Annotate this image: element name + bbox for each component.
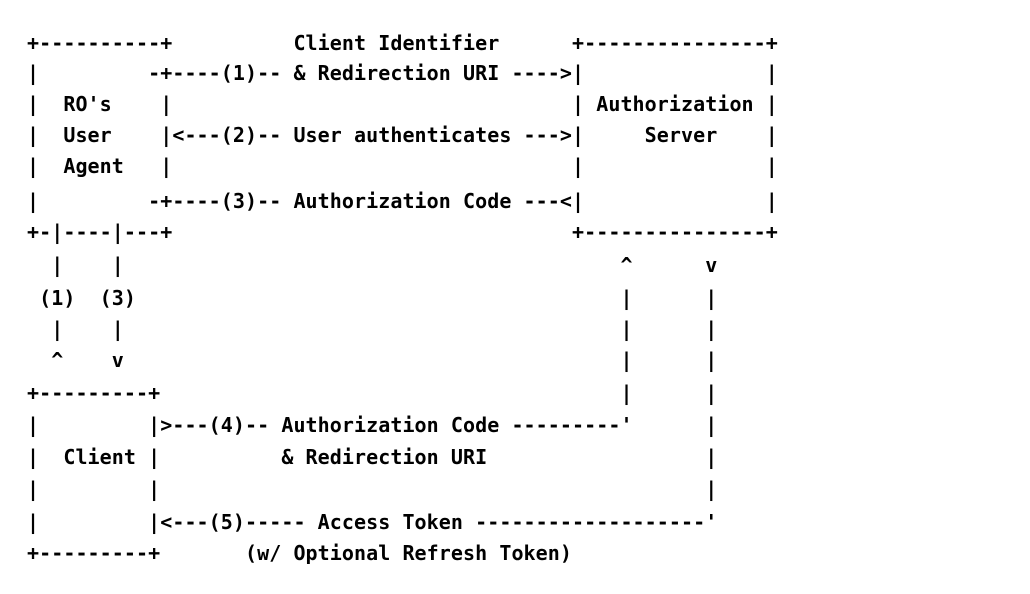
diagram-line-11: ^ v | | [27, 348, 718, 372]
diagram-line-7: +-|----|---+ +---------------+ [27, 220, 778, 244]
diagram-line-10: | | | | [27, 317, 718, 341]
diagram-line-13: | |>---(4)-- Authorization Code --------… [27, 413, 718, 437]
diagram-line-3: | RO's | | Authorization | [27, 92, 778, 116]
diagram-line-9: (1) (3) | | [27, 286, 718, 310]
diagram-line-15: | | | [27, 477, 718, 501]
diagram-line-8: | | ^ v [27, 253, 718, 277]
diagram-line-4: | User |<---(2)-- User authenticates ---… [27, 123, 778, 147]
diagram-line-5: | Agent | | | [27, 154, 778, 178]
diagram-line-14: | Client | & Redirection URI | [27, 445, 718, 469]
diagram-line-17: +---------+ (w/ Optional Refresh Token) [27, 541, 572, 565]
diagram-line-2: | -+----(1)-- & Redirection URI ---->| | [27, 61, 778, 85]
diagram-line-6: | -+----(3)-- Authorization Code ---<| | [27, 189, 778, 213]
diagram-line-12: +---------+ | | [27, 381, 718, 405]
diagram-line-1: +----------+ Client Identifier +--------… [27, 31, 778, 55]
diagram-line-16: | |<---(5)----- Access Token -----------… [27, 510, 718, 534]
